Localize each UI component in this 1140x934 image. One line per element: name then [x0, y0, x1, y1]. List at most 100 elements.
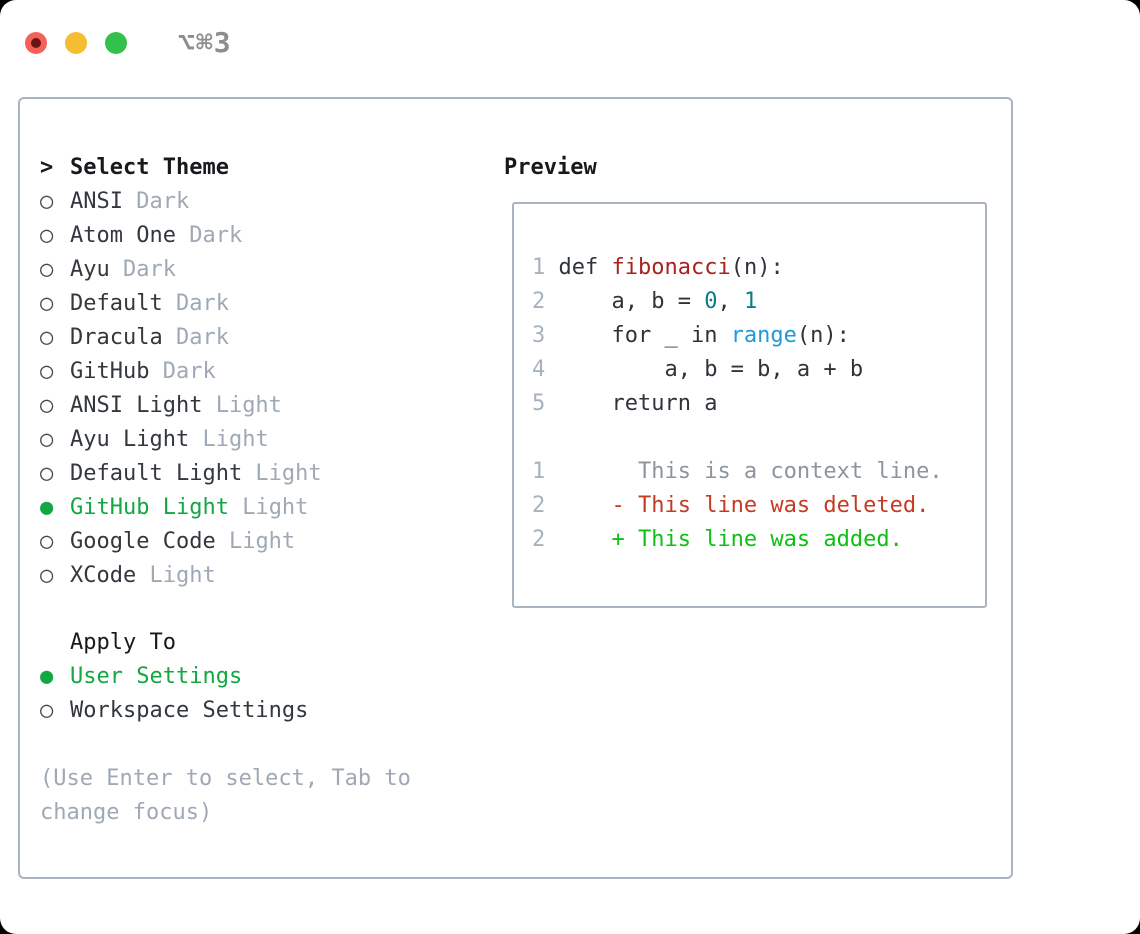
code-line: 2 + This line was added.	[532, 523, 943, 557]
theme-option-google-code[interactable]: ○ Google Code Light	[40, 525, 322, 559]
code-line: 5 return a	[532, 387, 943, 421]
code-line: 1 This is a context line.	[532, 455, 943, 489]
theme-name: Atom One	[70, 223, 176, 248]
theme-option-ayu-light[interactable]: ○ Ayu Light Light	[40, 423, 322, 457]
theme-variant: Dark	[109, 257, 176, 282]
code-line: 2 - This line was deleted.	[532, 489, 943, 523]
theme-variant: Light	[215, 529, 296, 554]
line-number: 4	[532, 357, 559, 382]
code-segment: - This line was deleted.	[558, 493, 930, 518]
close-dot-icon	[31, 37, 41, 48]
theme-option-ayu[interactable]: ○ Ayu Dark	[40, 253, 322, 287]
theme-option-ansi[interactable]: ○ ANSI Dark	[40, 185, 322, 219]
preview-title: Preview	[504, 155, 597, 180]
line-number: 1	[532, 459, 559, 484]
theme-option-dracula[interactable]: ○Dracula Dark	[40, 321, 322, 355]
line-number: 1	[532, 255, 559, 280]
apply-to-title: Apply To	[70, 630, 176, 655]
close-button-icon[interactable]	[25, 31, 47, 54]
theme-name: Google Code	[70, 529, 216, 554]
code-segment: return a	[558, 391, 718, 416]
prompt-icon: >	[40, 155, 54, 180]
minimize-button-icon[interactable]	[65, 31, 87, 54]
apply-to-section: Apply To ● User Settings ○Workspace Settin…	[40, 626, 308, 728]
radio-icon: ○	[40, 359, 54, 384]
code-segment: ,	[717, 289, 744, 314]
radio-icon: ○	[40, 223, 54, 248]
zoom-button-icon[interactable]	[105, 31, 127, 54]
code-segment: + This line was added.	[558, 527, 903, 552]
apply-option-label: Workspace Settings	[70, 698, 309, 723]
apply-option-workspace-settings[interactable]: ○Workspace Settings	[40, 694, 308, 728]
theme-option-default[interactable]: ○ Default Dark	[40, 287, 322, 321]
theme-variant: Dark	[122, 189, 190, 214]
theme-name: Ayu Light	[70, 427, 190, 452]
code-segment: a, b = b, a + b	[558, 357, 864, 382]
theme-option-atom-one[interactable]: ○ Atom One Dark	[40, 219, 322, 253]
theme-variant: Light	[189, 427, 269, 452]
line-number: 2	[532, 527, 559, 552]
line-number: 2	[532, 493, 559, 518]
apply-option-label: User Settings	[70, 664, 243, 689]
code-segment: fibonacci	[611, 255, 731, 280]
code-segment: a, b =	[558, 289, 705, 314]
theme-variant: Dark	[162, 291, 229, 316]
code-line: 2 a, b = 0, 1	[532, 285, 943, 319]
theme-option-ansi-light[interactable]: ○ ANSI Light Light	[40, 389, 322, 423]
code-segment: for _ in	[558, 323, 731, 348]
radio-icon: ○	[40, 393, 54, 418]
theme-name: XCode	[70, 563, 137, 588]
theme-list: ○ ANSI Dark ○ Atom One Dark ○ Ayu Dark ○ Defaul…	[40, 185, 322, 593]
theme-name: ANSI Light	[70, 393, 203, 418]
theme-option-xcode[interactable]: ○ XCode Light	[40, 559, 322, 593]
theme-option-github[interactable]: ○GitHub Dark	[40, 355, 322, 389]
radio-icon: ○	[40, 325, 54, 350]
code-segment: 0	[704, 289, 718, 314]
radio-icon: ○	[40, 563, 54, 588]
apply-to-header: Apply To	[40, 626, 308, 660]
theme-option-github-light[interactable]: ● GitHub Light Light	[40, 491, 322, 525]
code-segment: This is a context line.	[558, 459, 943, 484]
code-line	[532, 421, 943, 455]
code-segment: (n):	[730, 255, 784, 280]
theme-variant: Dark	[175, 223, 243, 248]
theme-picker-panel: > Select Theme ○ ANSI Dark ○ Atom One Dark ○ A…	[18, 97, 1013, 879]
radio-icon: ○	[40, 427, 54, 452]
apply-option-user-settings[interactable]: ● User Settings	[40, 660, 308, 694]
theme-selector-header: > Select Theme	[40, 151, 322, 185]
code-line: 3 for _ in range(n):	[532, 319, 943, 353]
theme-option-default-light[interactable]: ○ Default Light Light	[40, 457, 322, 491]
radio-icon: ○	[40, 461, 54, 486]
window-title: ⌥⌘3	[178, 26, 232, 59]
code-line: 1 def fibonacci(n):	[532, 251, 943, 285]
radio-icon: ○	[40, 189, 54, 214]
code-segment: range	[730, 323, 797, 348]
theme-name: Default Light	[70, 461, 243, 486]
theme-variant: Light	[136, 563, 216, 588]
theme-name: ANSI	[70, 189, 123, 214]
theme-variant: Light	[228, 495, 309, 520]
theme-name: GitHub	[70, 359, 150, 384]
theme-name: Default	[70, 291, 163, 316]
code-segment: (n):	[796, 323, 850, 348]
radio-icon: ○	[40, 291, 54, 316]
keyboard-hint: (Use Enter to select, Tab to change focu…	[40, 766, 411, 825]
radio-icon: ○	[40, 257, 54, 282]
radio-selected-icon: ●	[40, 495, 54, 520]
radio-selected-icon: ●	[40, 664, 54, 689]
line-number: 3	[532, 323, 559, 348]
code-segment: def	[558, 255, 612, 280]
theme-name: GitHub Light	[70, 495, 229, 520]
code-line: 4 a, b = b, a + b	[532, 353, 943, 387]
theme-variant: Dark	[162, 325, 229, 350]
apply-to-list: ● User Settings ○Workspace Settings	[40, 660, 308, 728]
theme-variant: Light	[202, 393, 282, 418]
theme-selector: > Select Theme ○ ANSI Dark ○ Atom One Dark ○ A…	[40, 151, 322, 593]
theme-variant: Light	[242, 461, 322, 486]
theme-name: Ayu	[70, 257, 110, 282]
radio-icon: ○	[40, 529, 54, 554]
theme-selector-title: Select Theme	[70, 155, 229, 180]
